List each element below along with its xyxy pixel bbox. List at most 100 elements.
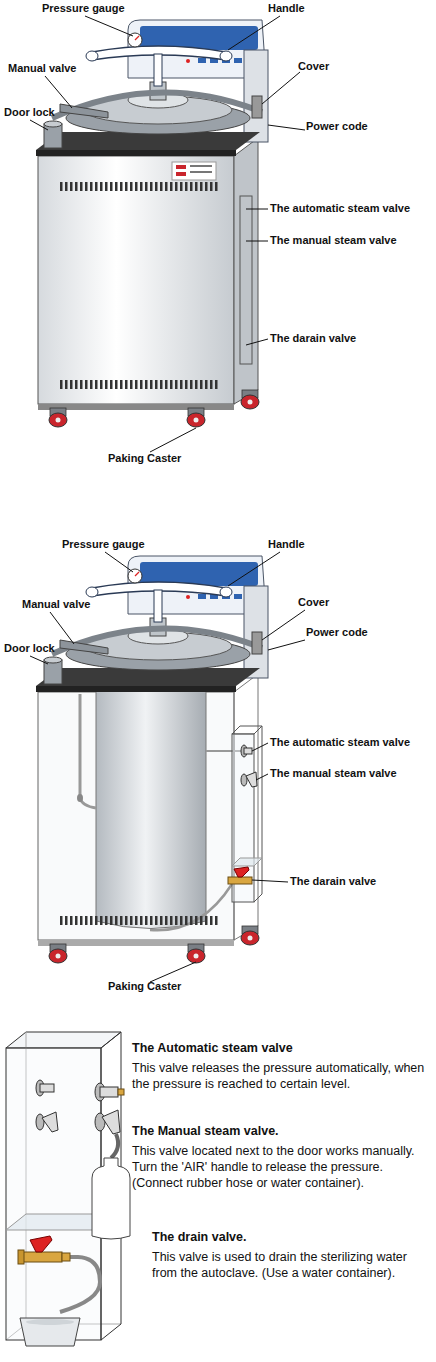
autoclave-cutaway	[96, 686, 206, 929]
part-label: Pressure gauge	[62, 538, 145, 550]
autoclave-cutaway	[77, 794, 83, 802]
leader-line	[252, 880, 288, 882]
autoclave-cutaway	[246, 772, 257, 787]
valve-detail	[40, 1084, 54, 1092]
valve-heading: The Automatic steam valve	[132, 1041, 293, 1055]
valve-detail	[95, 1113, 105, 1131]
leader-line	[246, 241, 268, 242]
leader-line	[252, 743, 268, 751]
autoclave-cutaway	[241, 926, 259, 945]
leader-line	[150, 428, 196, 452]
valve-detail	[100, 1087, 118, 1097]
valve-detail	[62, 1253, 70, 1261]
valve-detail	[60, 1257, 100, 1312]
part-label: Paking Caster	[108, 980, 181, 992]
part-label: Handle	[268, 538, 305, 550]
autoclave-exterior	[36, 20, 268, 156]
valve-detail	[111, 1134, 118, 1158]
autoclave-exterior	[234, 138, 258, 404]
valve-detail	[20, 1318, 80, 1346]
autoclave-cutaway	[262, 726, 263, 894]
valve-detail	[92, 1158, 130, 1239]
part-label: The automatic steam valve	[270, 736, 410, 748]
autoclave-exterior	[49, 408, 67, 427]
autoclave-exterior	[240, 196, 252, 364]
leader-line	[262, 610, 305, 640]
part-label: The manual steam valve	[270, 767, 397, 779]
part-label: The darain valve	[290, 875, 376, 887]
valve-description: This valve is used to drain the steriliz…	[152, 1249, 427, 1281]
autoclave-cutaway	[187, 944, 205, 963]
autoclave-cutaway	[49, 944, 67, 963]
part-label: Door lock	[4, 642, 55, 654]
leader-line	[30, 656, 48, 664]
part-label: Manual valve	[8, 62, 76, 74]
part-label: Pressure gauge	[42, 2, 125, 14]
autoclave-cutaway	[232, 726, 262, 734]
leader-line	[268, 640, 305, 650]
autoclave-exterior	[38, 156, 234, 404]
leader-line	[85, 16, 133, 36]
leader-line	[45, 76, 72, 108]
leader-line	[30, 16, 305, 452]
autoclave-cutaway	[60, 916, 220, 925]
autoclave-exterior	[190, 165, 212, 167]
leader-line	[246, 339, 268, 345]
valve-description: This valve located next to the door work…	[132, 1143, 427, 1191]
autoclave-exterior	[176, 172, 186, 176]
valve-detail	[18, 1250, 24, 1264]
leader-line	[228, 552, 280, 586]
autoclave-cutaway	[254, 894, 262, 902]
part-label: Cover	[298, 60, 329, 72]
leader-line	[30, 552, 305, 982]
part-label: Door lock	[4, 106, 55, 118]
autoclave-exterior	[60, 182, 220, 191]
valve-detail	[36, 1114, 44, 1130]
part-label: Power code	[306, 120, 368, 132]
part-label: The automatic steam valve	[270, 202, 410, 214]
valve-detail	[22, 1252, 62, 1262]
valve-heading: The Manual steam valve.	[132, 1124, 279, 1138]
leader-line	[50, 612, 74, 644]
autoclave-exterior	[176, 165, 186, 169]
autoclave-exterior	[36, 20, 268, 427]
part-label: Cover	[298, 596, 329, 608]
leader-line	[268, 125, 305, 130]
valve-heading: The drain valve.	[152, 1230, 246, 1244]
valve-detail	[42, 1112, 58, 1132]
valve-detail	[102, 1110, 120, 1134]
autoclave-exterior	[172, 162, 216, 180]
valve-detail	[26, 1319, 74, 1325]
part-label: Handle	[268, 2, 305, 14]
autoclave-cutaway	[228, 877, 252, 884]
leader-line	[256, 774, 268, 780]
part-label: Power code	[306, 626, 368, 638]
autoclave-exterior	[187, 408, 205, 427]
valve-detail	[30, 1236, 52, 1252]
autoclave-exterior	[241, 390, 259, 409]
autoclave-exterior	[38, 404, 234, 410]
autoclave-cutaway	[232, 858, 262, 866]
valve-detail	[118, 1089, 124, 1095]
autoclave-exterior	[60, 380, 220, 389]
autoclave-cutaway	[36, 556, 268, 963]
leader-line	[30, 120, 48, 130]
part-label: The darain valve	[270, 332, 356, 344]
autoclave-cutaway	[244, 748, 252, 754]
autoclave-cutaway	[234, 867, 249, 877]
valve-detail	[6, 1048, 101, 1340]
leader-line	[262, 72, 300, 104]
autoclave-exterior	[190, 171, 212, 173]
valve-detail	[6, 1032, 130, 1346]
leader-line	[228, 16, 280, 50]
part-label: Paking Caster	[108, 452, 181, 464]
autoclave-cutaway	[38, 940, 234, 946]
part-label: Manual valve	[22, 598, 90, 610]
leader-line	[105, 552, 133, 572]
leader-line	[150, 962, 196, 982]
autoclave-cutaway	[80, 694, 96, 808]
autoclave-cutaway	[36, 556, 268, 692]
leader-line	[246, 209, 268, 210]
part-label: The manual steam valve	[270, 234, 397, 246]
